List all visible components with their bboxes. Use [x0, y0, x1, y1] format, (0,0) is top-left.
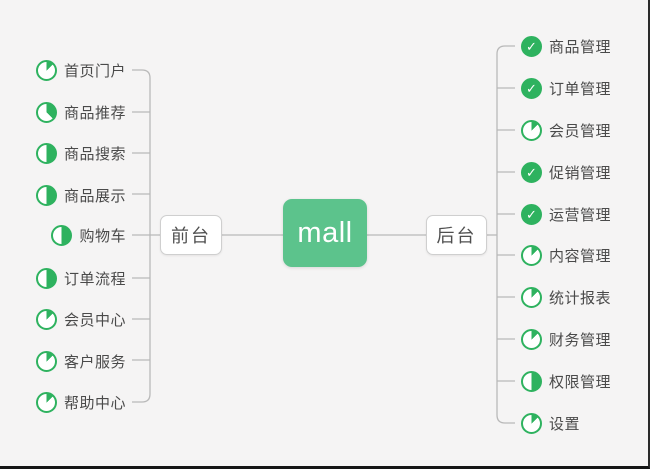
topic-label: 帮助中心	[63, 394, 126, 412]
topic-help-center[interactable]: 帮助中心	[35, 389, 126, 415]
topic-label: 订单管理	[549, 80, 612, 98]
topic-shopping-cart[interactable]: 购物车	[51, 222, 126, 248]
topic-label: 商品管理	[549, 38, 612, 56]
topic-order-admin[interactable]: ✓ 订单管理	[521, 75, 611, 101]
topic-label: 商品展示	[63, 187, 126, 205]
topic-customer-service[interactable]: 客户服务	[35, 348, 126, 374]
topic-label: 设置	[549, 415, 581, 433]
check-done-icon: ✓	[521, 161, 542, 183]
progress-1-8-icon	[35, 59, 57, 81]
topic-label: 会员管理	[549, 122, 612, 140]
topic-label: 内容管理	[549, 247, 612, 265]
topic-content-admin[interactable]: 内容管理	[521, 242, 611, 268]
branch-topic-backend[interactable]: 后台	[426, 215, 487, 255]
topic-member-admin[interactable]: 会员管理	[521, 117, 611, 143]
progress-1-8-icon	[35, 308, 57, 330]
topic-label: 购物车	[79, 227, 126, 245]
check-done-icon: ✓	[521, 203, 542, 225]
topic-order-flow[interactable]: 订单流程	[35, 265, 126, 291]
progress-1-8-icon	[521, 244, 542, 266]
topic-label: 财务管理	[549, 331, 612, 349]
progress-1-8-icon	[521, 412, 542, 434]
topic-label: 客户服务	[63, 353, 126, 371]
topic-settings[interactable]: 设置	[521, 410, 580, 436]
progress-1-8-icon	[35, 391, 57, 413]
topic-label: 统计报表	[549, 289, 612, 307]
topic-label: 首页门户	[63, 62, 126, 80]
root-topic-mall[interactable]: mall	[283, 199, 367, 267]
topic-permission-admin[interactable]: 权限管理	[521, 368, 611, 394]
root-topic-label: mall	[297, 216, 353, 249]
topic-product-display[interactable]: 商品展示	[35, 182, 126, 208]
topic-home-portal[interactable]: 首页门户	[35, 57, 126, 83]
check-done-icon: ✓	[521, 77, 542, 99]
progress-1-2-icon	[51, 224, 73, 246]
topic-finance-admin[interactable]: 财务管理	[521, 326, 611, 352]
topic-member-center[interactable]: 会员中心	[35, 306, 126, 332]
check-done-icon: ✓	[521, 35, 542, 57]
branch-topic-label: 后台	[436, 226, 477, 246]
topic-label: 权限管理	[549, 373, 612, 391]
topic-label: 运营管理	[549, 206, 612, 224]
progress-1-2-icon	[521, 370, 542, 392]
progress-3-8-icon	[35, 101, 57, 123]
topic-operations-admin[interactable]: ✓ 运营管理	[521, 201, 611, 227]
progress-1-2-icon	[35, 142, 57, 164]
topic-promotion-admin[interactable]: ✓ 促销管理	[521, 159, 611, 185]
topic-label: 商品搜索	[63, 145, 126, 163]
progress-1-8-icon	[35, 350, 57, 372]
topic-product-admin[interactable]: ✓ 商品管理	[521, 33, 611, 59]
progress-1-2-icon	[35, 184, 57, 206]
topic-product-recommend[interactable]: 商品推荐	[35, 99, 126, 125]
progress-1-2-icon	[35, 267, 57, 289]
topic-statistics-report[interactable]: 统计报表	[521, 284, 611, 310]
progress-1-8-icon	[521, 328, 542, 350]
progress-1-8-icon	[521, 286, 542, 308]
topic-product-search[interactable]: 商品搜索	[35, 140, 126, 166]
topic-label: 商品推荐	[63, 104, 126, 122]
branch-topic-label: 前台	[171, 226, 211, 246]
topic-label: 促销管理	[549, 164, 612, 182]
progress-1-8-icon	[521, 119, 542, 141]
branch-topic-frontend[interactable]: 前台	[160, 215, 222, 255]
topic-label: 会员中心	[63, 311, 126, 329]
topic-label: 订单流程	[63, 270, 126, 288]
